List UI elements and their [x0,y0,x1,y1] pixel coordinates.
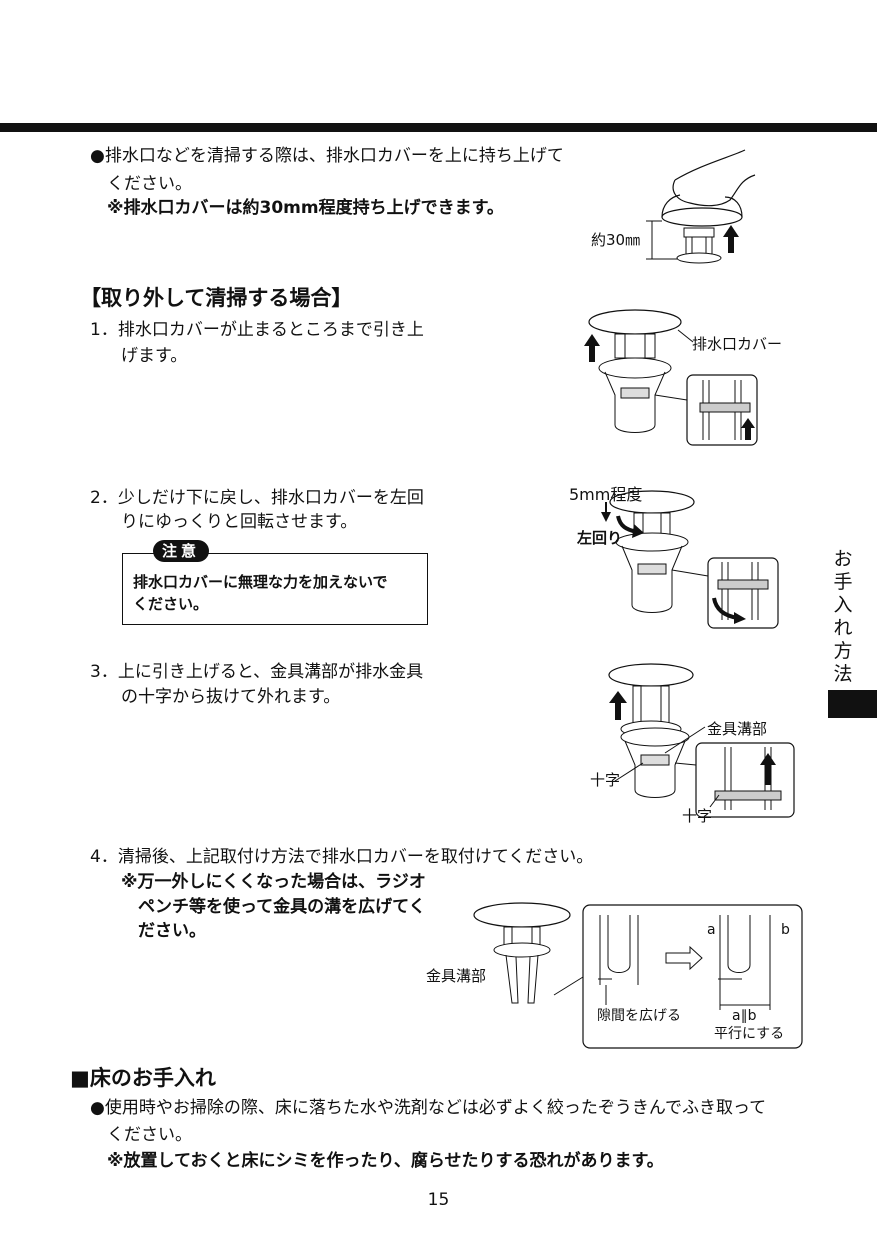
side-tab-char: 手 [833,571,853,593]
section-side-marker [828,690,877,718]
step4-note-line1: ※万一外しにくくなった場合は、ラジオ [121,872,426,892]
side-tab-char: 入 [833,594,853,616]
step2-figure [601,490,779,629]
step2-line2: りにゆっくりと回転させます。 [121,512,358,532]
parallel-symbol-label: a∥b [732,1008,757,1024]
floor-note: ※放置しておくと床にシミを作ったり、腐らせたりする恐れがあります。 [107,1151,664,1171]
side-tab-char: お [833,548,853,570]
step3-line2: の十字から抜けて外れます。 [121,687,341,707]
step4-groove-label: 金具溝部 [426,967,487,985]
floor-heading: ■床のお手入れ [70,1066,216,1090]
floor-bullet-line1: ●使用時やお掃除の際、床に落ちた水や洗剤などは必ずよく絞ったぞうきんでふき取って [90,1098,767,1118]
step4-line1: 4．清掃後、上記取付け方法で排水口カバーを取付けてください。 [90,847,594,867]
step3-line1: 3．上に引き上げると、金具溝部が排水金具 [90,662,424,682]
step3-figure [608,663,795,818]
side-tab-char: れ [833,617,853,639]
page-number: 15 [427,1190,450,1210]
intro-bullet-line1: ●排水口などを清掃する際は、排水口カバーを上に持ち上げて [90,146,564,166]
side-b-label: b [781,922,790,938]
side-tab-char: 方 [833,640,853,662]
step4-note-line3: ださい。 [138,921,206,941]
lift-height-label: 約30㎜ [591,231,641,249]
step3-cross-label: 十字 [590,771,621,789]
caution-line1: 排水口カバーに無理な力を加えないで [133,573,388,591]
caution-label: 注意 [153,540,209,562]
step2-line1: 2．少しだけ下に戻し、排水口カバーを左回 [90,488,424,508]
side-a-label: a [707,922,716,938]
intro-note: ※排水口カバーは約30mm程度持ち上げできます。 [107,198,504,218]
step2-mm-label: 5mm程度 [569,485,643,504]
step1-figure [584,309,758,446]
intro-bullet-line2: ください。 [107,174,192,194]
removal-heading: 【取り外して清掃する場合】 [80,286,353,310]
step3-groove-label: 金具溝部 [707,720,768,738]
floor-bullet-line2: ください。 [107,1125,192,1145]
drain-cover-label: 排水口カバー [692,335,783,353]
step1-line2: げます。 [121,346,188,366]
step1-line1: 1．排水口カバーが止まるところまで引き上 [90,320,424,340]
step4-figure [473,902,803,1049]
top-rule [0,123,877,132]
section-side-tab: お手入れ方法 [830,548,856,686]
step3-cross-detail-label: 十字 [682,807,713,825]
step4-note-line2: ペンチ等を使って金具の溝を広げてく [138,897,426,917]
caution-box [122,553,428,625]
widen-gap-label: 隙間を広げる [597,1008,681,1024]
caution-line2: ください。 [133,595,209,613]
side-tab-char: 法 [833,663,853,685]
make-parallel-label: 平行にする [714,1026,785,1042]
step2-rotate-label: 左回り [577,529,623,547]
section-side-tab-label: お手入れ方法 [830,548,856,686]
lift-cover-figure [646,149,756,264]
